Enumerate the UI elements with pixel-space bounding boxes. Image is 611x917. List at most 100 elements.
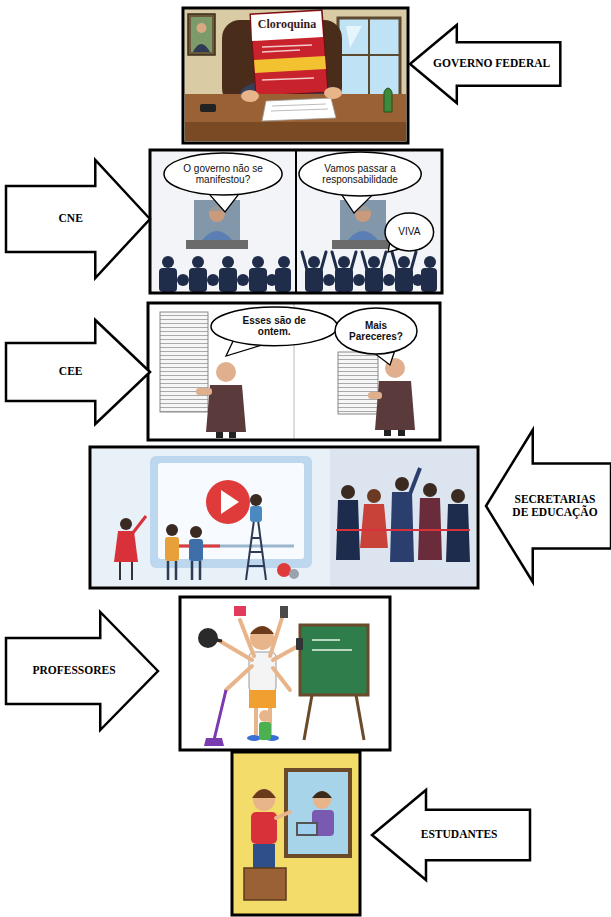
speech-bubble: Esses são de ontem. — [210, 306, 338, 347]
cne-cartoon-part — [348, 231, 378, 240]
cne-cartoon-part-part — [398, 256, 410, 268]
cne-cartoon-part-part — [305, 268, 323, 292]
cee-cartoon-part — [148, 303, 440, 440]
secretarias-cartoon-part-part — [360, 504, 388, 548]
node-text: VIVA — [391, 226, 427, 238]
cne-cartoon-part-part — [308, 256, 320, 268]
cne-cartoon-part-part — [222, 256, 234, 268]
secretarias-cartoon-part — [131, 562, 133, 580]
government-cartoon-part — [346, 26, 362, 48]
secretarias-cartoon-part-part — [341, 485, 355, 499]
node-text: CNE — [59, 212, 83, 225]
cee-cartoon-part — [375, 381, 415, 430]
professores-cartoon-part — [356, 695, 364, 740]
secretarias-cartoon-part-part — [246, 520, 254, 580]
level-arrow: CNE — [6, 160, 150, 278]
cne-cartoon-part-part — [278, 256, 290, 268]
professores-cartoon-part — [249, 652, 276, 692]
level-arrow: ESTUDANTES — [372, 790, 530, 880]
cee-cartoon-part — [398, 430, 405, 436]
speech-bubble: O governo não se manifestou? — [163, 152, 283, 196]
government-cartoon-part — [271, 109, 328, 111]
level-arrow: CEE — [6, 320, 150, 424]
cne-cartoon-part-part — [237, 274, 249, 286]
secretarias-cartoon-part — [221, 490, 239, 514]
estudantes-cartoon-part — [286, 770, 350, 856]
cne-cartoon-part-part — [321, 252, 326, 270]
node-text: Mais Pareceres? — [346, 320, 406, 343]
cee-cartoon-part — [368, 392, 382, 399]
secretarias-cartoon-part — [150, 456, 312, 568]
professores-cartoon-part-part — [273, 645, 300, 660]
professores-cartoon-part — [216, 640, 222, 641]
cne-cartoon-part — [150, 150, 442, 293]
estudantes-cartoon-part — [253, 789, 275, 811]
cne-cartoon-part-part — [351, 252, 356, 270]
arrow-polygon — [372, 790, 530, 880]
secretarias-cartoon-part — [114, 531, 138, 562]
node-text: ESTUDANTES — [421, 828, 498, 841]
secretarias-cartoon-part-part — [248, 565, 264, 567]
secretarias-cartoon-part-part — [423, 483, 437, 497]
secretarias-cartoon-part-part — [390, 492, 414, 562]
professores-cartoon-part — [300, 625, 368, 695]
cne-cartoon-part-part — [323, 274, 335, 286]
book-title: Cloroquina — [252, 17, 322, 32]
bubble-ellipse — [211, 307, 337, 346]
cne-cartoon-part-part — [368, 256, 380, 268]
node-text: CEE — [59, 365, 83, 378]
secretarias-cartoon-part — [175, 561, 178, 580]
professores-cartoon-part — [280, 606, 288, 618]
secretarias-cartoon-part-part — [258, 520, 266, 580]
government-cartoon-part — [185, 122, 406, 141]
secretarias-cartoon-part — [92, 449, 330, 586]
speech-bubble: VIVA — [384, 212, 435, 252]
government-cartoon-part — [338, 54, 400, 56]
cne-cartoon-part-part — [365, 268, 383, 292]
estudantes-cartoon-part — [244, 868, 286, 900]
cne-cartoon-part-part — [424, 256, 436, 268]
professores-cartoon-part — [254, 708, 258, 735]
cne-cartoon-part-part — [383, 274, 395, 286]
secretarias-cartoon-part — [120, 518, 132, 530]
professores-cartoon-part-part — [270, 618, 282, 656]
cne-cartoon-part-part — [412, 274, 424, 286]
cne-cartoon-part — [202, 231, 232, 240]
government-cartoon-part — [338, 18, 400, 96]
professores-cartoon-part — [249, 690, 276, 708]
estudantes-cartoon-part — [296, 822, 318, 836]
professores-cartoon-part — [312, 639, 340, 641]
cne-cartoon-part-part — [192, 256, 204, 268]
cne-cartoon-part — [186, 240, 248, 249]
secretarias-cartoon-part — [206, 480, 250, 524]
bubble-tail — [341, 194, 373, 213]
secretarias-cartoon-part — [168, 545, 294, 548]
government-cartoon-part — [191, 17, 212, 52]
government-cartoon-part — [262, 45, 312, 47]
secretarias-cartoon-part-part — [367, 489, 381, 503]
professores-cartoon-part — [304, 695, 312, 740]
cee-cartoon-part — [338, 352, 378, 414]
cne-cartoon-part — [340, 200, 386, 240]
cee-cartoon-part — [229, 432, 236, 438]
government-cartoon-part — [384, 88, 392, 112]
arrow-polygon — [486, 430, 611, 582]
cee-cartoon-part — [196, 388, 212, 395]
professores-cartoon-part — [296, 638, 303, 650]
cee-cartoon — [148, 303, 440, 440]
professores-cartoon-part — [250, 626, 274, 650]
cne-cartoon-part-part — [395, 268, 413, 292]
secretarias-cartoon-part — [189, 539, 203, 561]
secretarias-cartoon-part — [289, 569, 299, 579]
cee-cartoon-part — [384, 430, 391, 436]
secretarias-cartoon-part — [330, 449, 476, 586]
government-cartoon-part — [193, 44, 210, 52]
cne-cartoon — [150, 150, 442, 293]
secretarias-cartoon-part — [190, 526, 202, 538]
level-arrow: GOVERNO FEDERAL — [410, 25, 560, 103]
professores-cartoon-part — [214, 690, 226, 740]
cne-cartoon-part — [150, 150, 442, 293]
cne-cartoon-part — [332, 240, 394, 249]
government-cartoon-part — [200, 104, 216, 112]
secretarias-cartoon-part-part — [250, 551, 262, 553]
